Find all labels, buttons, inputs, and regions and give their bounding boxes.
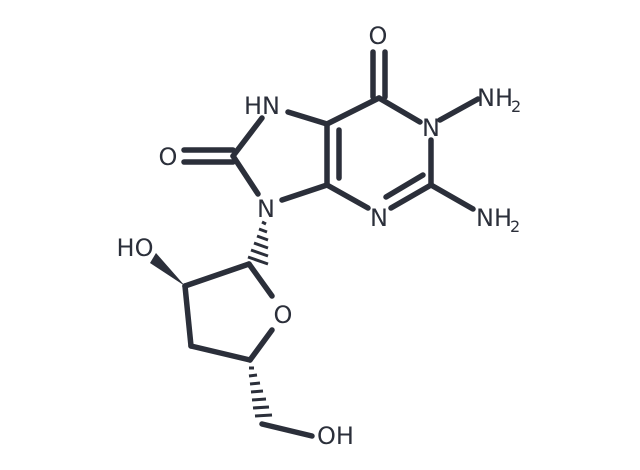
bond-ch2-oh [259, 421, 315, 439]
bond-c3prime-c2prime [182, 283, 194, 349]
atom-c2-amino-subscript: 2 [510, 217, 520, 236]
bond-n9-c1prime-hashed [247, 220, 269, 266]
bond-c8-n9 [230, 153, 261, 197]
bond-c5-n7 [285, 109, 330, 127]
bond-c2prime-oh-wedge [150, 253, 185, 286]
atom-o-carbonyl-c6: O [369, 22, 388, 50]
bond-n9-c4 [279, 182, 330, 203]
bond-n1-nh2 [437, 96, 481, 123]
bond-c2prime-c1prime [182, 261, 252, 289]
bond-c2-nh2 [428, 182, 476, 212]
atom-n1-amino: NH [477, 84, 513, 112]
atom-n3: N [370, 204, 388, 232]
bond-c6-n1 [376, 95, 423, 125]
bond-n3-c4 [324, 182, 371, 211]
atom-n1: N [422, 114, 440, 142]
atom-oh-c5prime: OH [317, 422, 354, 450]
atom-n9: N [257, 195, 275, 223]
atom-ho-c2prime: HO [117, 234, 154, 262]
atom-hn7: HN [244, 92, 280, 120]
bond-oring-c4prime [247, 327, 275, 363]
bond-c2-n3 [388, 182, 434, 211]
atom-n1-amino-subscript: 2 [511, 97, 521, 116]
bond-c1prime-oring [246, 261, 275, 299]
atom-o-carbonyl-c8: O [159, 143, 178, 171]
bond-c4prime-c3prime [188, 343, 253, 363]
bond-c2-n3-double [383, 172, 426, 200]
atom-o-furanose-ring: O [274, 301, 293, 329]
bond-c5-c6 [324, 95, 382, 127]
bond-n7-c8 [230, 115, 265, 159]
atom-c2-amino: NH [476, 204, 512, 232]
bond-c4prime-ch2-hashed [248, 366, 273, 418]
